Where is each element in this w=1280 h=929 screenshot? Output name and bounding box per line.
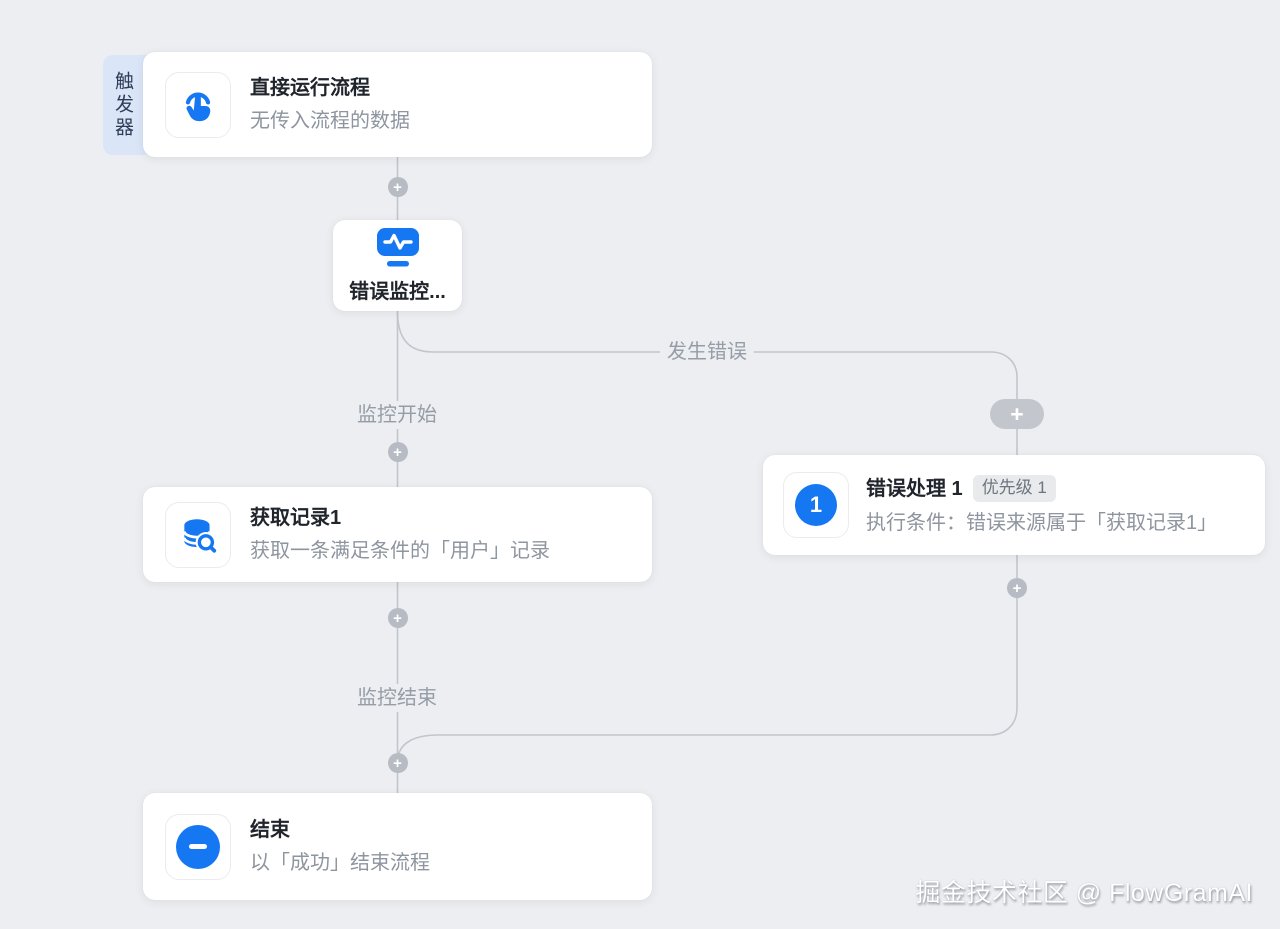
minus-icon: [165, 813, 231, 880]
node-get-record[interactable]: 获取记录1 获取一条满足条件的「用户」记录: [143, 487, 652, 582]
node-error-monitor[interactable]: 错误监控...: [333, 220, 462, 311]
number-1-icon: 1: [783, 472, 849, 538]
add-node-button-2[interactable]: +: [387, 442, 408, 462]
node-error-handler-title: 错误处理 1: [866, 477, 963, 500]
node-error-handler-subtitle: 执行条件：错误来源属于「获取记录1」: [866, 511, 1218, 534]
trigger-tag-label: 触发器: [112, 70, 133, 140]
node-end-title: 结束: [250, 819, 290, 841]
node-get-record-title: 获取记录1: [250, 507, 342, 529]
node-start[interactable]: 直接运行流程 无传入流程的数据: [143, 52, 652, 157]
node-start-subtitle: 无传入流程的数据: [250, 110, 410, 132]
node-start-title: 直接运行流程: [250, 77, 370, 99]
edge-label-error-occurred: 发生错误: [660, 338, 754, 366]
plus-icon: +: [393, 754, 402, 772]
plus-icon: +: [393, 609, 402, 627]
node-error-handler[interactable]: 1 错误处理 1 优先级 1 执行条件：错误来源属于「获取记录1」: [763, 455, 1265, 555]
node-error-monitor-title: 错误监控...: [349, 281, 446, 303]
watermark: 掘金技术社区 @ FlowGramAI: [915, 879, 1253, 907]
edge-label-monitor-start: 监控开始: [350, 401, 444, 429]
add-branch-button[interactable]: +: [990, 399, 1044, 429]
monitor-pulse-icon: [376, 227, 420, 272]
node-end[interactable]: 结束 以「成功」结束流程: [143, 793, 652, 900]
plus-icon: +: [1012, 579, 1022, 597]
priority-badge: 优先级 1: [972, 475, 1056, 502]
database-search-icon: [165, 501, 231, 568]
node-end-subtitle: 以「成功」结束流程: [250, 852, 430, 874]
edge-label-monitor-end: 监控结束: [350, 684, 444, 712]
add-node-button-3[interactable]: +: [387, 608, 408, 628]
plus-icon: +: [393, 443, 402, 461]
add-node-button-5[interactable]: +: [1007, 578, 1027, 598]
node-get-record-subtitle: 获取一条满足条件的「用户」记录: [250, 540, 550, 562]
plus-icon: +: [1010, 400, 1024, 427]
add-node-button-1[interactable]: +: [387, 177, 408, 197]
plus-icon: +: [393, 178, 402, 196]
tap-icon: [165, 71, 231, 138]
add-node-button-4[interactable]: +: [387, 753, 408, 773]
